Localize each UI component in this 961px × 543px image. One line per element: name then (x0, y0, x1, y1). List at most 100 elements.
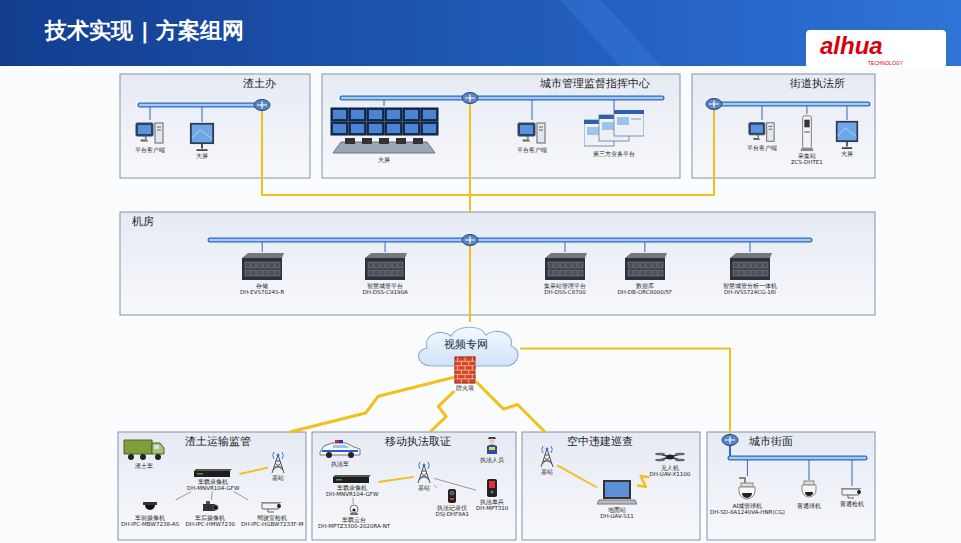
icon-part (257, 262, 262, 268)
icon-part (628, 270, 633, 276)
device: 执法单兵DH-MPT310 (476, 478, 508, 512)
device-icon (597, 478, 637, 506)
device: 驾驶室枪机DH-IPC-HGBW7233F-M (241, 500, 303, 528)
icon-part (742, 493, 752, 498)
icon-part (545, 253, 587, 258)
icon-part (468, 379, 469, 383)
icon-part (472, 366, 473, 370)
bus-bar-light (140, 104, 262, 106)
device-name: 车前摄像机 (121, 514, 179, 521)
icon-part (757, 262, 762, 268)
icon-part (723, 252, 777, 282)
device: 防火墙 (454, 356, 476, 391)
icon-part (652, 262, 657, 268)
zone-panel: 机房存储DH-EVS7024S-R智慧城管平台DH-DSS-C9190A集采站管… (120, 212, 875, 315)
icon-part (261, 502, 281, 503)
icon-part (465, 366, 466, 370)
device: 大屏 (835, 120, 859, 157)
zone-fill (707, 432, 875, 540)
zone-panel: 移动执法取证执法车车载录像机DH-MNVR104-GFW基站执法人员车载云台DH… (312, 432, 516, 540)
device-icon (800, 114, 814, 152)
icon-part (386, 262, 391, 268)
icon-part (251, 262, 256, 268)
icon-part (457, 366, 458, 370)
model-number: DH-DB-ORC8000/5F (618, 289, 673, 296)
device-name: 普通球机 (797, 502, 821, 509)
zone-heading: 渣土办 (243, 77, 276, 90)
model-number: DH-IPC-MBW7238-AS (121, 521, 179, 528)
icon-part (436, 488, 469, 504)
icon-part (548, 270, 553, 276)
icon-part (757, 270, 762, 276)
device-icon (189, 122, 215, 152)
device-name: 数据库 (618, 282, 673, 289)
icon-part (326, 474, 378, 484)
icon-part (646, 262, 651, 268)
icon-part (262, 503, 279, 509)
bus-drop (852, 458, 853, 486)
icon-part (374, 262, 379, 268)
device-icon (454, 356, 476, 384)
icon-part (245, 270, 250, 276)
icon-part (476, 370, 477, 374)
icon-part (537, 123, 545, 143)
icon-part (454, 356, 476, 384)
device: 车前摄像机DH-IPC-MBW7238-AS (121, 500, 179, 528)
router-mark (709, 101, 719, 108)
slide-title: 技术实现 | 方案组网 (45, 17, 244, 45)
model-number: DH-UAV-X1100 (650, 471, 691, 478)
device-icon (363, 252, 407, 282)
zone-panel: 渣土办平台客户端大屏 (120, 74, 310, 178)
icon-part (804, 131, 809, 133)
icon-part (491, 491, 494, 494)
device-icon (447, 488, 457, 504)
device: 无人机DH-UAV-X1100 (650, 450, 691, 478)
icon-part (472, 374, 473, 378)
icon-part (578, 270, 583, 276)
icon-part (628, 262, 633, 268)
icon-part (517, 120, 547, 146)
icon-part (154, 445, 159, 449)
zone-heading: 城市街面 (749, 435, 793, 448)
device-icon (201, 500, 219, 514)
icon-part (362, 138, 372, 144)
icon-part (423, 110, 436, 119)
brand-tagline: TECHNOLOGY (868, 60, 903, 66)
device-name: 平台客户端 (747, 144, 777, 151)
icon-part (805, 492, 813, 496)
icon-part (614, 110, 644, 136)
icon-part (841, 488, 861, 489)
icon-part (152, 443, 164, 454)
icon-part (597, 478, 637, 506)
router-symbol (462, 235, 478, 246)
bus-drop (202, 105, 203, 122)
icon-part (322, 450, 358, 452)
zone-heading: 移动执法取证 (385, 435, 451, 448)
icon-part (257, 270, 262, 276)
icon-part (587, 127, 599, 135)
icon-part (326, 452, 332, 458)
icon-part (489, 438, 494, 443)
device: 集采站管理平台DH-DSS-C8700 (543, 252, 587, 296)
uplink-stub (713, 104, 715, 178)
content-ground (0, 66, 961, 543)
zone-fill (120, 74, 310, 178)
icon-part (763, 262, 768, 268)
icon-part (751, 262, 756, 268)
router-symbol (706, 99, 722, 110)
device-name: 大屏 (835, 150, 859, 157)
icon-part (741, 483, 753, 487)
icon-part (739, 262, 744, 268)
icon-part (157, 127, 161, 128)
device-icon (268, 450, 288, 474)
connector (469, 315, 471, 322)
icon-part (335, 440, 339, 443)
icon-part (386, 270, 391, 276)
connector (211, 492, 213, 501)
device-name: 执法人员 (480, 456, 504, 463)
icon-part (350, 505, 358, 513)
bus-bar (342, 96, 662, 101)
icon-part (614, 110, 644, 114)
device-icon (748, 120, 776, 144)
icon-part (213, 505, 218, 510)
